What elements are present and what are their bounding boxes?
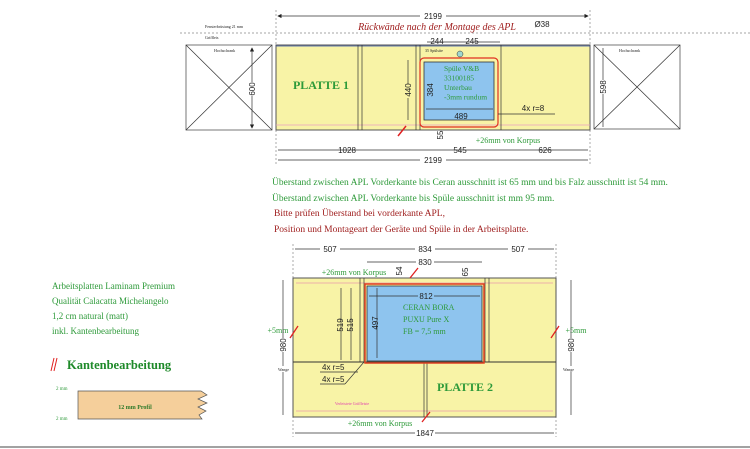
backwall-title: Rückwände nach der Montage des APL xyxy=(357,22,516,33)
sink-line: 33100185 xyxy=(444,74,474,83)
dim-55: 55 xyxy=(436,130,445,139)
dim-507-left: 507 xyxy=(323,245,337,254)
dim-depth-right: 980 xyxy=(567,338,576,352)
dim-834: 834 xyxy=(418,245,432,254)
korpus-bottom-label: +26mm von Korpus xyxy=(348,419,413,428)
dim-total-top: 2199 xyxy=(424,12,442,21)
edge-mark-icon xyxy=(50,357,55,372)
tap-hole-label: 35 Spülsite xyxy=(425,48,443,53)
sink-line: -3mm rundum xyxy=(444,93,487,102)
tap-hole-icon xyxy=(456,50,464,58)
dim-depth-left: 980 xyxy=(279,338,288,352)
dim-497: 497 xyxy=(371,316,380,330)
wange-left: Wange xyxy=(278,367,289,372)
dim-total-bottom: 2199 xyxy=(424,156,442,165)
dim-54: 54 xyxy=(395,266,404,275)
cooktop-line: PUXU Pure X xyxy=(403,315,449,324)
note-green: Überstand zwischen APL Vorderkante bis S… xyxy=(272,192,554,204)
dim-515: 515 xyxy=(346,318,355,332)
dim-626: 626 xyxy=(538,146,552,155)
dim-440: 440 xyxy=(404,83,413,97)
dim-384: 384 xyxy=(426,83,435,97)
sink-line: Spüle V&B xyxy=(444,64,479,73)
cooktop-cutout-outline xyxy=(364,283,485,364)
sink-line: Unterbau xyxy=(444,83,472,92)
note-green: Überstand zwischen APL Vorderkante bis C… xyxy=(272,176,668,188)
radius-label: 4x r=8 xyxy=(522,104,545,113)
notes: Überstand zwischen APL Vorderkante bis C… xyxy=(272,176,668,235)
dim-812: 812 xyxy=(419,292,433,301)
note-red: Position und Montageart der Geräte und S… xyxy=(274,225,528,235)
dim-507-right: 507 xyxy=(511,245,525,254)
material-line: Qualität Calacatta Michelangelo xyxy=(52,296,169,306)
dim-depth-left: 600 xyxy=(248,82,257,96)
dim-diameter: Ø38 xyxy=(534,20,550,29)
profile-label: 12 mm Profil xyxy=(118,405,152,411)
dim-245: 245 xyxy=(465,37,479,46)
radius-label-2: 4x r=5 xyxy=(322,375,345,384)
sink-text: Spüle V&B 33100185 Unterbau -3mm rundum xyxy=(444,64,487,102)
tall-cabinet-left-label: Hochschrank xyxy=(214,48,235,53)
window-sill-label: Fensterbrüstung 21 mm xyxy=(205,24,244,29)
tall-cabinet-right-label: Hochschrank xyxy=(619,48,640,53)
note-red: Bitte prüfen Überstand bei vorderkante A… xyxy=(274,207,445,219)
cooktop-text: CERAN BORA PUXU Pure X FB = 7,5 mm xyxy=(403,303,455,336)
top-mm: 2 mm xyxy=(56,387,68,392)
dim-545: 545 xyxy=(453,146,467,155)
dim-65: 65 xyxy=(461,267,470,276)
radius-label-1: 4x r=5 xyxy=(322,363,345,372)
dim-1847: 1847 xyxy=(416,429,434,438)
plate1-label: PLATTE 1 xyxy=(293,78,349,92)
plus-left: +5mm xyxy=(268,326,290,335)
bottom-mm: 2 mm xyxy=(56,417,68,422)
material-line: 1,2 cm natural (matt) xyxy=(52,311,128,321)
cooktop-line: FB = 7,5 mm xyxy=(403,327,447,336)
plate1-drawing: 2199 Rückwände nach der Montage des APL … xyxy=(180,10,750,165)
dim-depth-right: 598 xyxy=(599,80,608,94)
cooktop-line: CERAN BORA xyxy=(403,303,455,312)
edge-note: Verleistete Griffleiste xyxy=(335,401,369,406)
dim-244: 244 xyxy=(430,37,444,46)
dim-830: 830 xyxy=(418,258,432,267)
material-line: inkl. Kantenbearbeitung xyxy=(52,326,139,336)
sink xyxy=(423,61,495,121)
dim-1028: 1028 xyxy=(338,146,356,155)
korpus-top-label: +26mm von Korpus xyxy=(322,268,387,277)
dim-489: 489 xyxy=(454,112,468,121)
edge-title: Kantenbearbeitung xyxy=(67,358,172,372)
korpus-label: +26mm von Korpus xyxy=(476,136,541,145)
sink-cutout-outline xyxy=(419,57,499,128)
plate2-label: PLATTE 2 xyxy=(437,380,493,394)
wange-right: Wange xyxy=(563,367,574,372)
dim-519: 519 xyxy=(336,318,345,332)
material-line: Arbeitsplatten Laminam Premium xyxy=(52,281,175,291)
plus-right: +5mm xyxy=(566,326,588,335)
edge-profile-shape xyxy=(77,390,208,420)
material-info: Arbeitsplatten Laminam Premium Qualität … xyxy=(50,281,208,422)
edge-mark xyxy=(397,125,407,137)
handle-label: Griffleis xyxy=(205,35,219,40)
plate2-drawing: 507 834 507 830 +26mm von Korpus 54 65 8… xyxy=(268,244,588,438)
